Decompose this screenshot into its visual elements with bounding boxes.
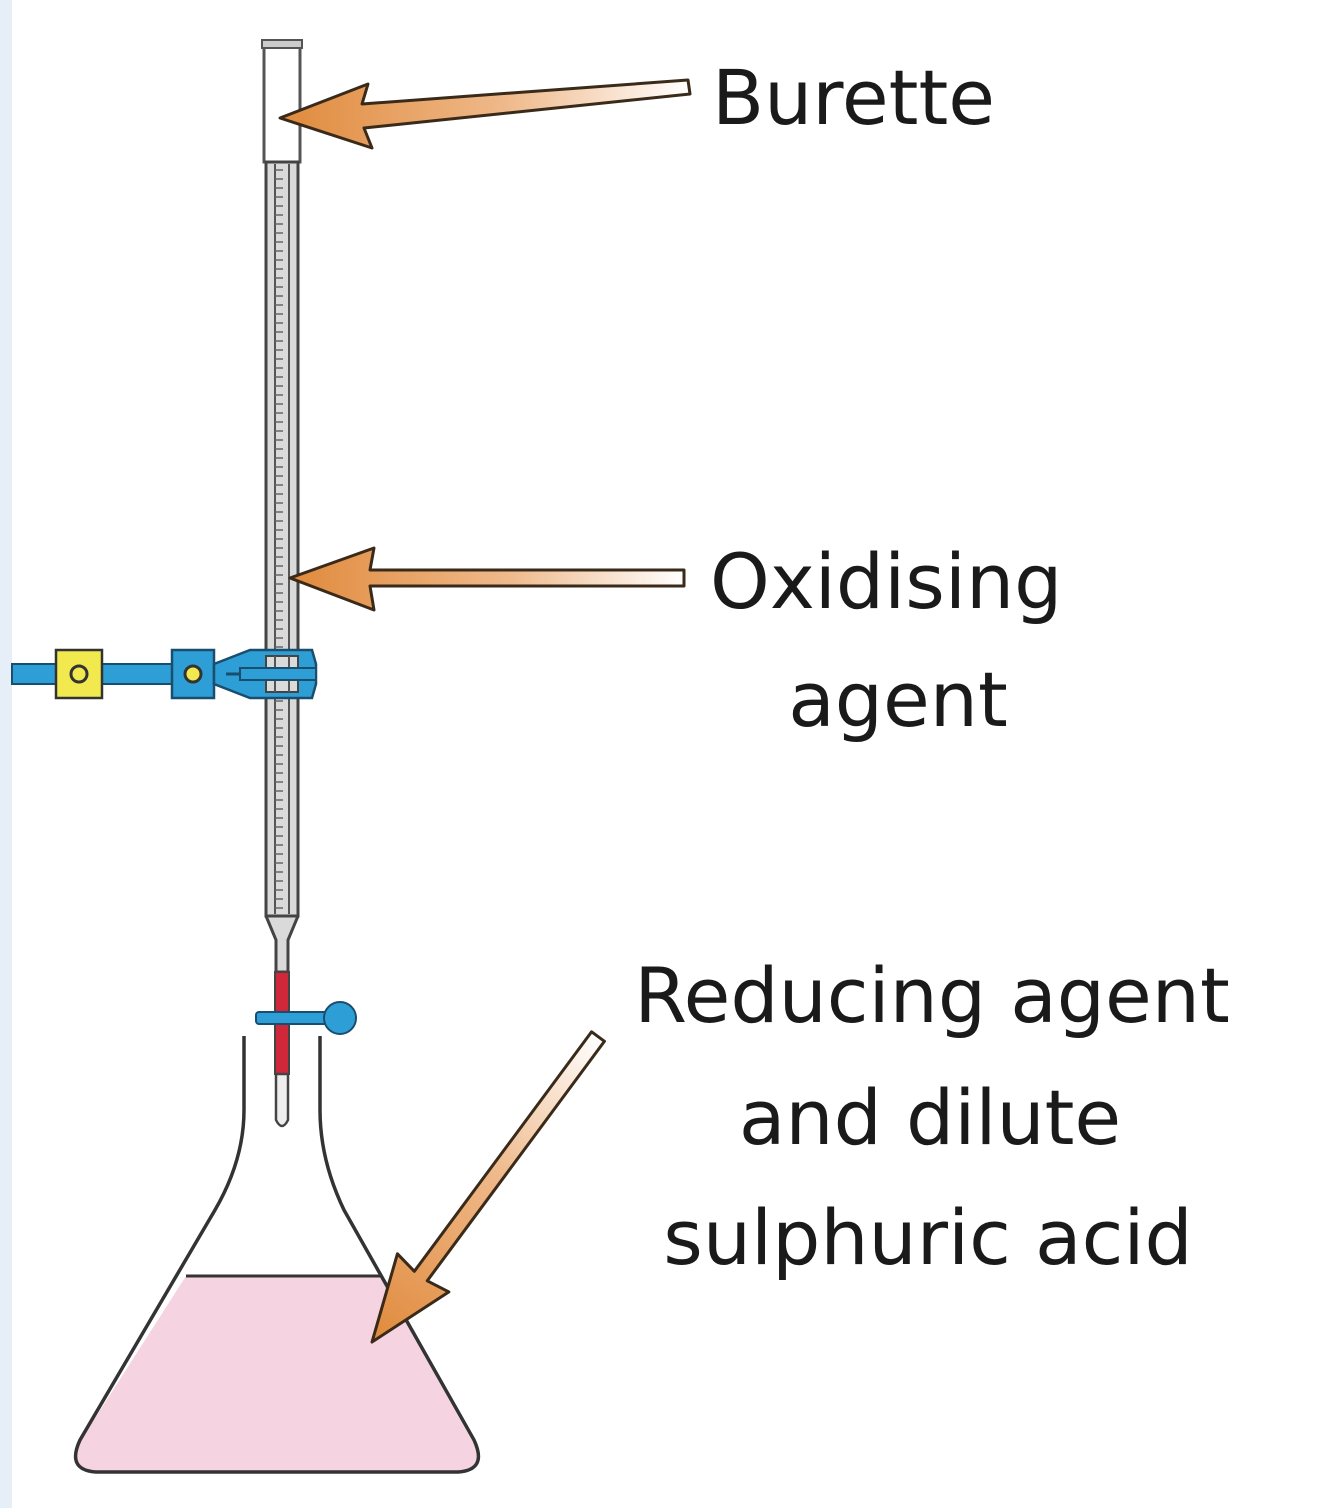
left-edge-strip (0, 0, 12, 1508)
burette-clamp (11, 648, 318, 700)
label-oxidising-line1: Oxidising (710, 537, 1062, 626)
burette-rim (261, 39, 303, 49)
label-reducing-line2: and dilute (739, 1073, 1121, 1162)
clamp-boss-left (54, 648, 104, 700)
arrow-reducing-agent (370, 1030, 606, 1344)
label-reducing-line1: Reducing agent (634, 951, 1230, 1040)
label-oxidising-line2: agent (788, 655, 1008, 744)
burette (255, 39, 357, 1128)
arrow-oxidising-agent (288, 546, 686, 612)
burette-taper (264, 914, 300, 974)
label-burette: Burette (712, 53, 995, 142)
burette-empty-top (262, 40, 302, 164)
burette-jet (274, 1072, 290, 1128)
arrow-burette (278, 78, 692, 150)
flask-outline (73, 1036, 481, 1474)
label-reducing-line3: sulphuric acid (663, 1193, 1192, 1282)
stopcock-knob (323, 1001, 357, 1035)
